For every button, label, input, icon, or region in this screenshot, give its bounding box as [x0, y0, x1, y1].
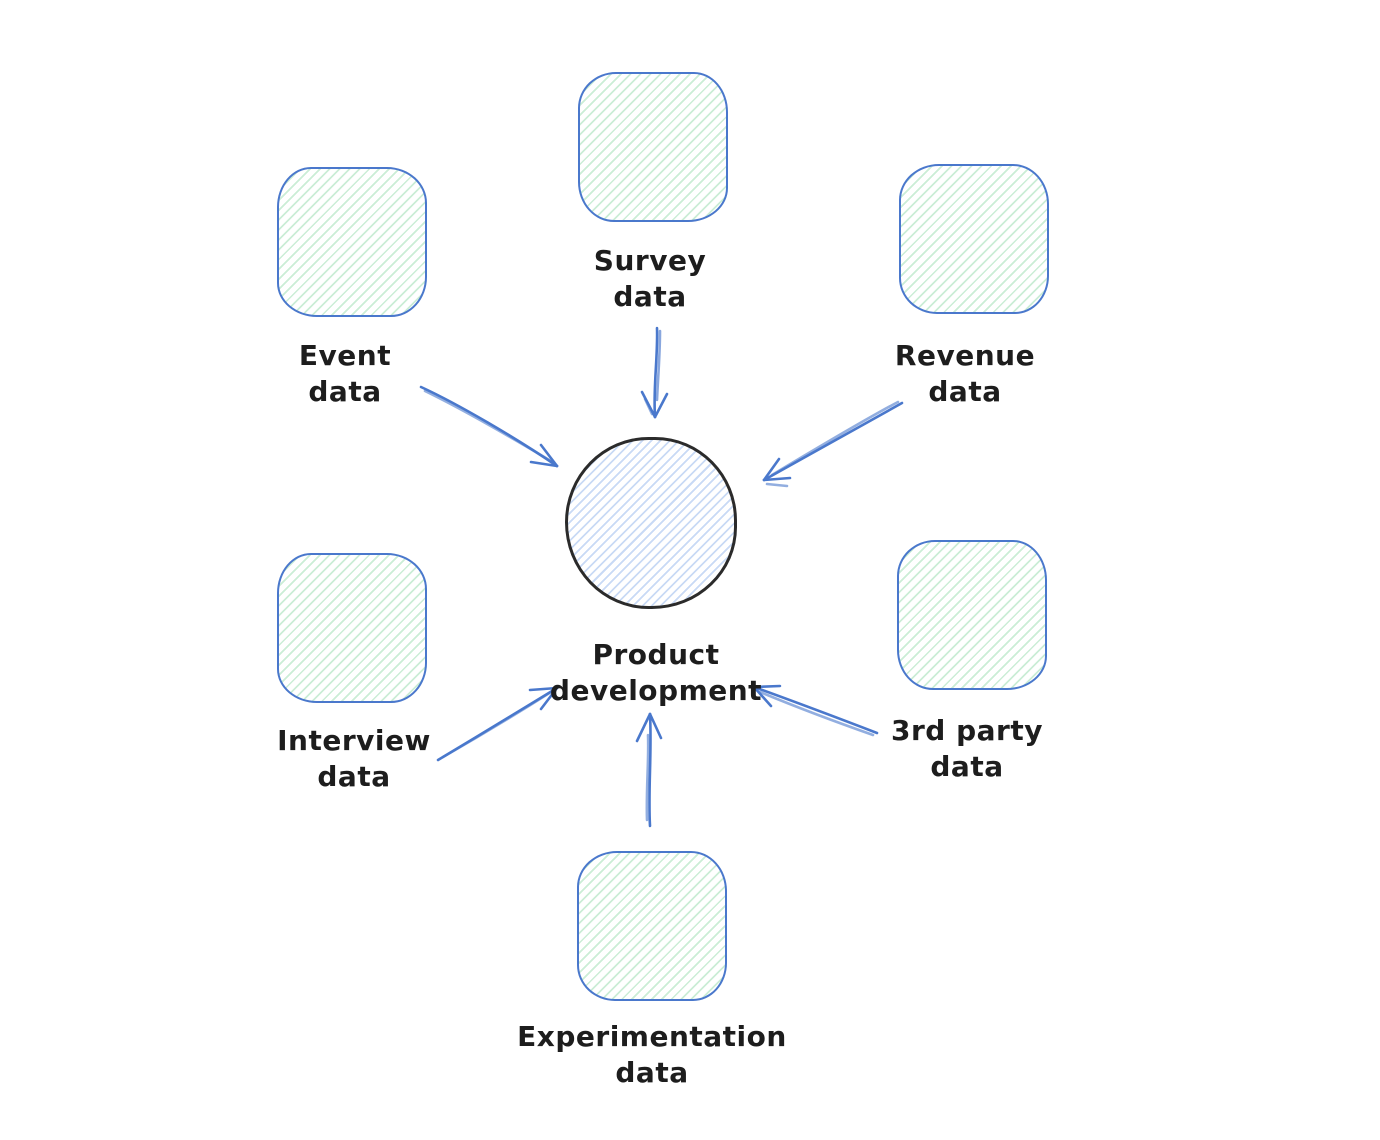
- arrow-revenue-to-center: [762, 400, 904, 488]
- product-development-label: Product development: [549, 638, 763, 707]
- revenue-data-label: Revenue data: [894, 339, 1036, 408]
- arrow-event-to-center: [419, 385, 559, 468]
- experimentation-data-label: Experimentation data: [517, 1020, 787, 1089]
- event-data-label: Event data: [298, 339, 392, 408]
- revenue-data-box: [899, 164, 1049, 314]
- arrow-interview-to-center: [436, 686, 559, 762]
- third-party-data-label: 3rd party data: [891, 714, 1043, 783]
- experimentation-data-box: [577, 851, 727, 1001]
- arrow-experimentation-to-center: [635, 712, 663, 828]
- interview-data-label: Interview data: [277, 724, 431, 793]
- arrow-survey-to-center: [640, 326, 669, 419]
- product-development-circle: [565, 437, 737, 609]
- survey-data-label: Survey data: [593, 244, 707, 313]
- interview-data-box: [277, 553, 427, 703]
- third-party-data-box: [897, 540, 1047, 690]
- arrow-thirdparty-to-center: [752, 684, 879, 737]
- survey-data-box: [578, 72, 728, 222]
- event-data-box: [277, 167, 427, 317]
